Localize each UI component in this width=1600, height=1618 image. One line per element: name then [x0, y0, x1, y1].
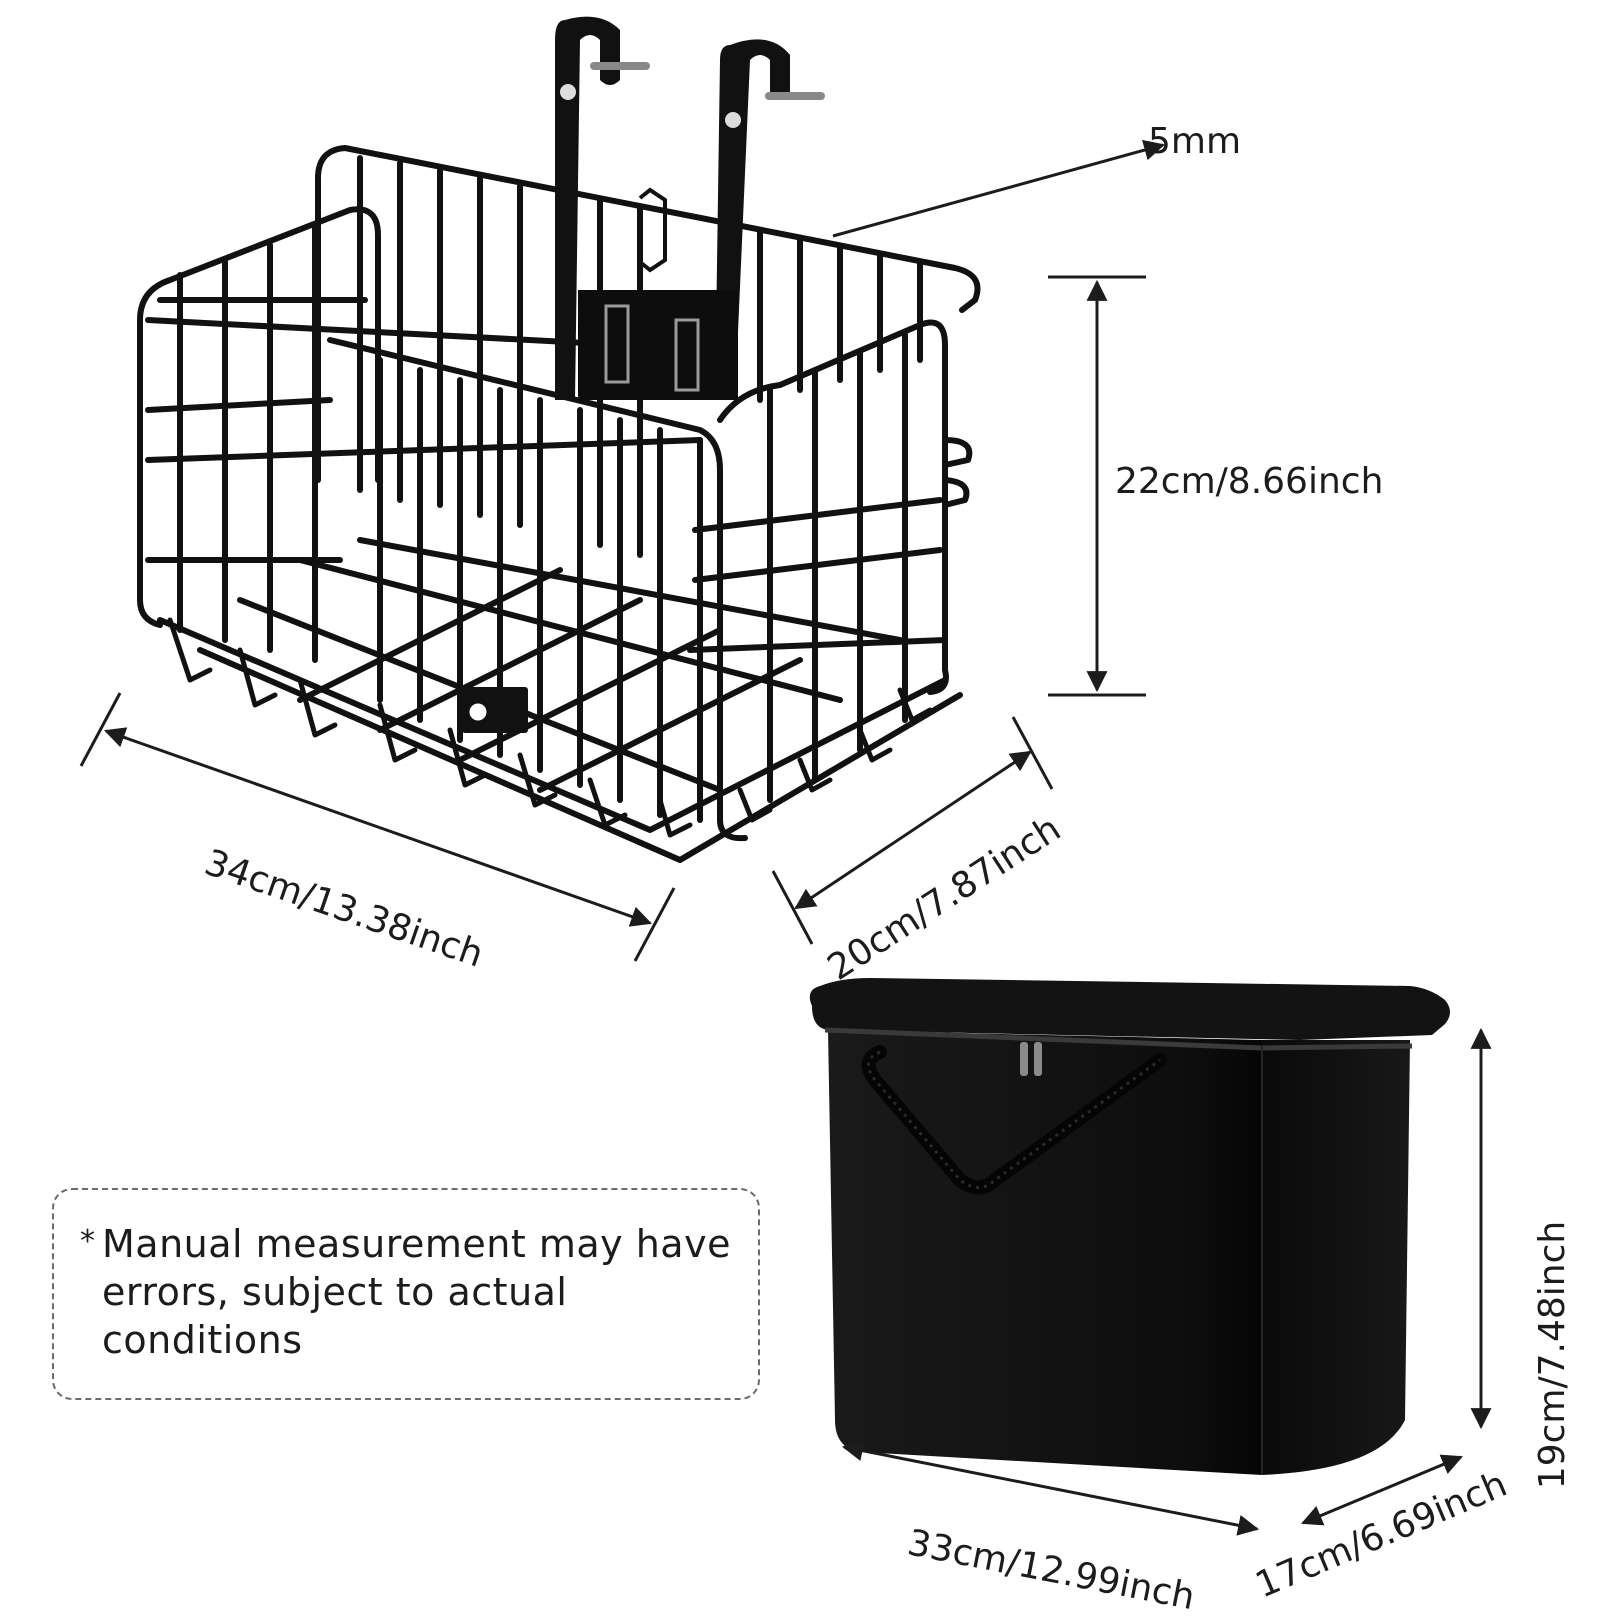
right-panel-wires [767, 332, 908, 803]
note-asterisk: * [80, 1224, 95, 1259]
wire-thickness-arrow [832, 139, 1166, 238]
measurement-note-box: * Manual measurement may have errors, su… [52, 1188, 760, 1400]
wire-thickness-label: 5mm [1148, 121, 1242, 162]
bag-handle [861, 1045, 1167, 1195]
basket-depth-dimension [771, 716, 1054, 945]
bag-right-side [1262, 1040, 1410, 1475]
bag-lid [809, 978, 1450, 1040]
left-panel-wires [177, 225, 318, 663]
bag-depth-arrow [1301, 1454, 1463, 1526]
basket-width-dimension [79, 692, 676, 962]
liner-bag-image [809, 978, 1450, 1475]
basket-height-label: 22cm/8.66inch [1115, 461, 1384, 502]
bag-front [828, 1030, 1262, 1475]
zipper-pull [1020, 1042, 1028, 1076]
bag-width-arrow [841, 1440, 1260, 1536]
measurement-note-text: Manual measurement may have errors, subj… [102, 1222, 731, 1362]
basket-height-dimension [1048, 275, 1146, 697]
dimension-lines [79, 139, 1492, 1536]
hanging-straps [555, 16, 825, 401]
bag-height-label: 19cm/7.48inch [1532, 1220, 1573, 1490]
